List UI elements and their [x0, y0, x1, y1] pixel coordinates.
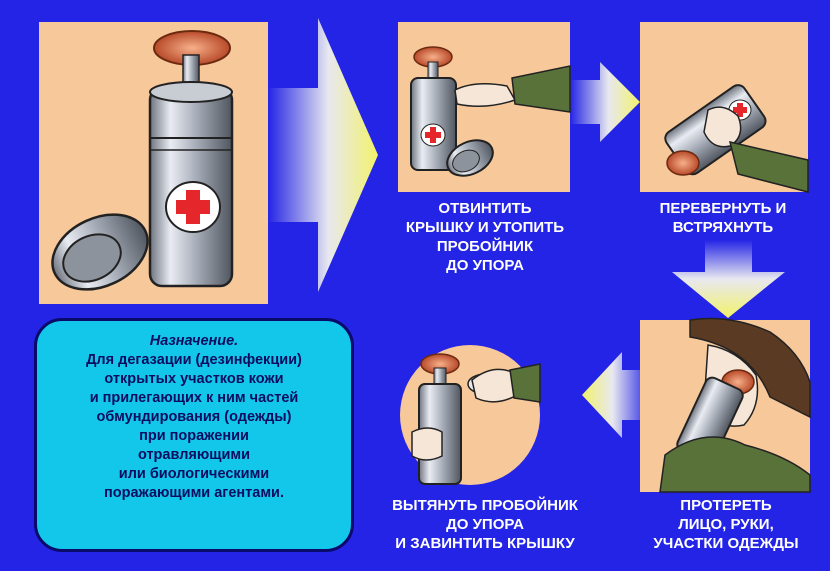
dispenser-main-illustration — [51, 30, 234, 291]
purpose-title: Назначение. — [149, 333, 239, 349]
step3-caption: ПРОТЕРЕТЬ ЛИЦО, РУКИ, УЧАСТКИ ОДЕЖДЫ — [653, 497, 799, 552]
purpose-body: Для дегазации (дезинфекции) открытых уча… — [86, 352, 302, 501]
arrow-right-large — [268, 18, 378, 292]
purpose-info-box: Назначение. Для дегазации (дезинфекции) … — [34, 318, 354, 552]
arrow-right-small — [570, 62, 640, 142]
step4-illustration — [411, 353, 541, 485]
red-cross-icon — [176, 190, 210, 224]
step2-illustration — [664, 84, 809, 193]
step3-illustration — [659, 317, 811, 493]
arrow-down — [672, 240, 785, 318]
arrow-left — [582, 352, 650, 438]
step4-caption: ВЫТЯНУТЬ ПРОБОЙНИК ДО УПОРА И ЗАВИНТИТЬ … — [392, 497, 578, 552]
step2-caption: ПЕРЕВЕРНУТЬ И ВСТРЯХНУТЬ — [659, 200, 787, 236]
step1-illustration — [410, 46, 571, 177]
step1-caption: ОТВИНТИТЬ КРЫШКУ И УТОПИТЬ ПРОБОЙНИК ДО … — [405, 200, 565, 274]
